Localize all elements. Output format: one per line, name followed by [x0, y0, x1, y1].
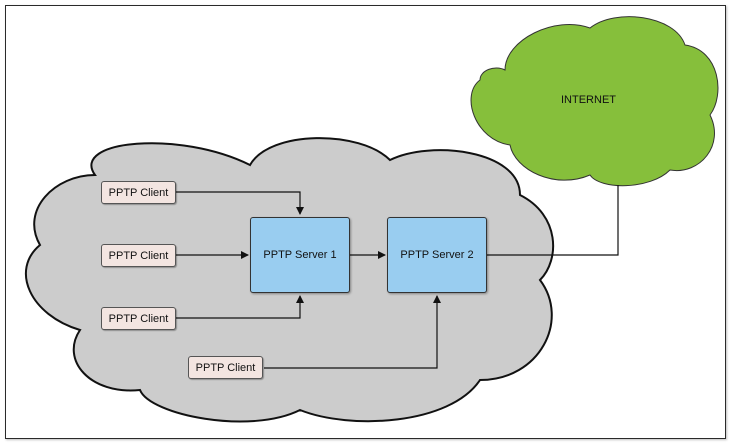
pptp-client-node[interactable]: PPTP Client: [188, 356, 263, 379]
connector-client3-server1: [176, 295, 304, 319]
connector-server2-internet: [487, 185, 619, 256]
pptp-client-node[interactable]: PPTP Client: [101, 181, 176, 204]
pptp-client-node[interactable]: PPTP Client: [101, 244, 176, 267]
pptp-client-node[interactable]: PPTP Client: [101, 307, 176, 330]
pptp-server-1-node[interactable]: PPTP Server 1: [250, 217, 350, 293]
internet-cloud: [470, 16, 719, 187]
connector-client4-server2: [264, 295, 441, 369]
pptp-server-2-node[interactable]: PPTP Server 2: [387, 217, 487, 293]
connectors: [176, 185, 619, 369]
internet-label: INTERNET: [561, 94, 616, 106]
connector-client1-server1: [176, 191, 304, 215]
diagram-frame: [5, 5, 726, 439]
